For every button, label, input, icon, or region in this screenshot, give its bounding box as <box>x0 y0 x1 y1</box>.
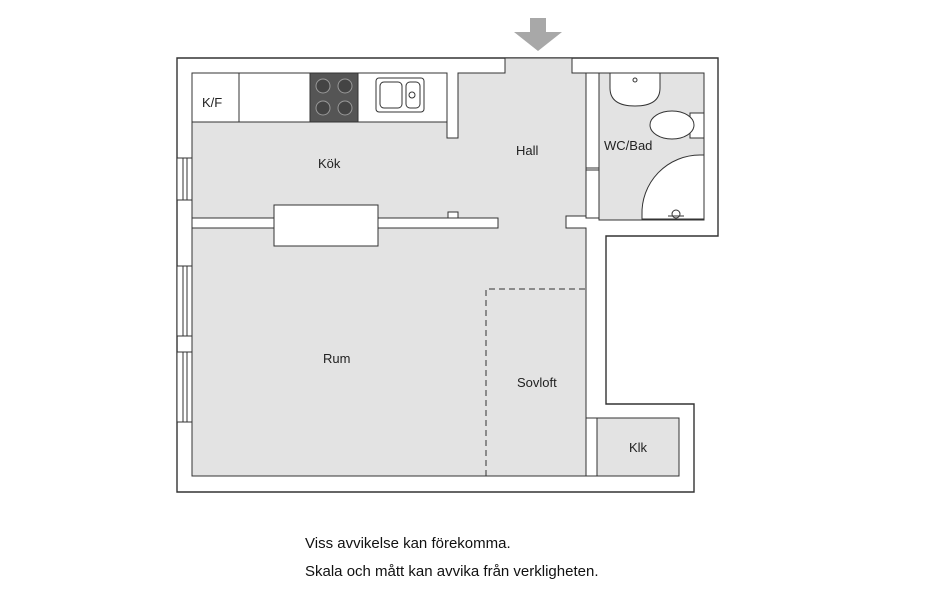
toilet-icon <box>649 110 695 140</box>
wall-closet <box>585 417 598 477</box>
room-label-rum: Rum <box>323 351 350 366</box>
window-room-upper <box>176 265 193 337</box>
window-room-lower <box>176 351 193 423</box>
sleeping-loft-outline <box>485 288 586 476</box>
sink-basin-icon <box>405 81 421 109</box>
wall-hall-bath-top <box>585 72 600 169</box>
windows <box>176 157 193 423</box>
room-label-kok: Kök <box>318 156 341 171</box>
burner-icon <box>337 100 353 116</box>
room-label-klk: Klk <box>629 440 648 455</box>
counter-kf <box>191 72 240 123</box>
wall-hall-bath-bottom <box>585 169 600 219</box>
room-label-kf: K/F <box>202 95 222 110</box>
disclaimer-line-1: Viss avvikelse kan förekomma. <box>305 535 511 552</box>
kitchen-counter <box>191 72 448 123</box>
dining-table <box>273 204 379 247</box>
room-label-sovloft: Sovloft <box>517 375 557 390</box>
bathroom-fixtures <box>609 72 705 220</box>
window-kitchen <box>176 157 193 201</box>
wall-stub <box>447 211 459 219</box>
disclaimer-line-2: Skala och mått kan avvika från verklighe… <box>305 563 599 580</box>
counter-section <box>238 72 311 123</box>
faucet-icon <box>408 91 416 99</box>
washbasin-icon <box>609 72 661 107</box>
entrance-arrow-icon <box>514 18 562 51</box>
sink-basin-icon <box>379 81 403 109</box>
burner-icon <box>337 78 353 94</box>
room-label-hall: Hall <box>516 143 539 158</box>
shower-icon <box>641 154 705 220</box>
burner-icon <box>315 100 331 116</box>
burner-icon <box>315 78 331 94</box>
stove-icon <box>309 72 359 123</box>
room-label-wc-bad: WC/Bad <box>604 138 652 153</box>
